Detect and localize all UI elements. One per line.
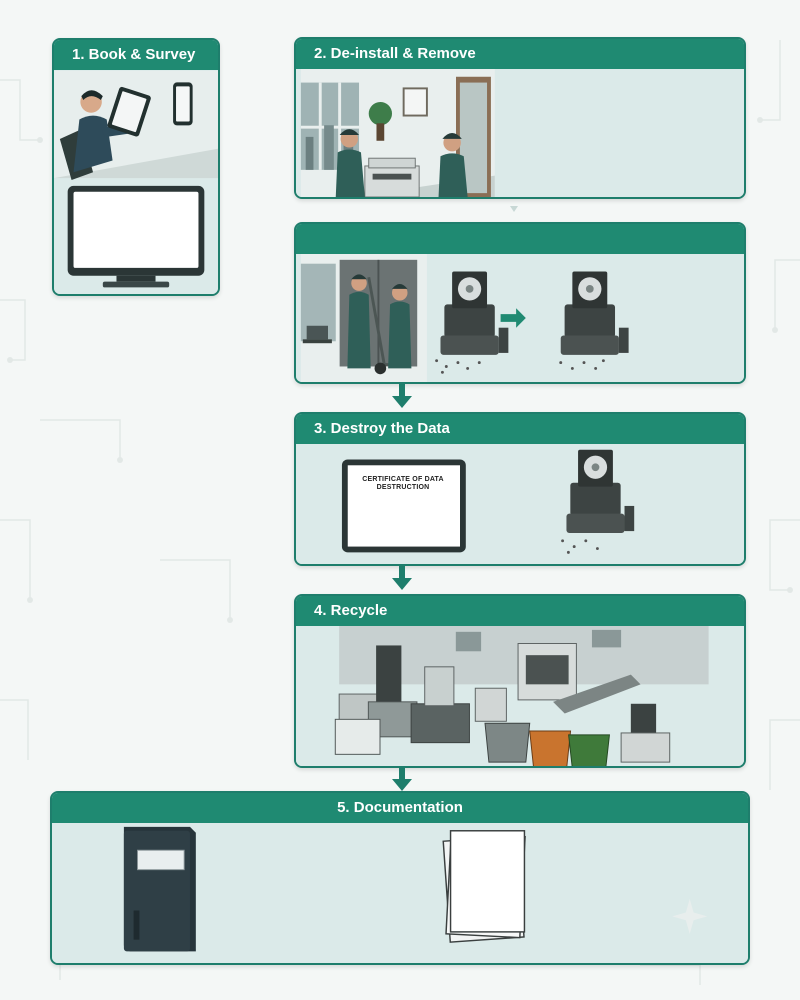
- step-3-illustration: CERTIFICATE OF DATA DESTRUCTION: [296, 444, 744, 564]
- step-2-title: 2. De-install & Remove: [296, 39, 744, 69]
- step-2b-title: [296, 224, 744, 254]
- destroy-data-scene: [341, 449, 635, 554]
- step-4-title: 4. Recycle: [296, 596, 744, 626]
- shredder-icon-2: [560, 271, 629, 355]
- down-arrow-1: [392, 384, 412, 408]
- down-arrow-3: [392, 767, 412, 791]
- process-arrow-icon: [500, 308, 526, 328]
- grey-recycle-bin: [484, 722, 531, 763]
- shred-debris-3: [561, 539, 599, 554]
- deinstall-office-scene: [300, 69, 495, 197]
- documentation-scene: [123, 826, 708, 952]
- step-1-title: 1. Book & Survey: [54, 40, 218, 70]
- paper-stack-icon: [442, 830, 526, 943]
- book-survey-scene: [54, 70, 218, 288]
- step-2b-illustration: [296, 254, 744, 382]
- worker-carrying: [388, 284, 412, 369]
- step-3-destroy-data-panel: 3. Destroy the Data CERTIFICATE OF DATA …: [294, 412, 746, 566]
- binder-icon: [123, 826, 196, 952]
- shred-debris-1: [435, 359, 481, 374]
- sparkle-icon: [672, 898, 708, 934]
- step-5-illustration: [52, 823, 748, 963]
- orange-recycle-bin: [529, 730, 572, 766]
- green-recycle-bin: [568, 734, 610, 766]
- copier-icon: [364, 165, 420, 197]
- step-2b-transport-shred-panel: [294, 222, 746, 384]
- transport-shred-scene: [300, 254, 629, 382]
- step-4-recycle-panel: 4. Recycle: [294, 594, 746, 768]
- step-5-title: 5. Documentation: [52, 793, 748, 823]
- step-2-illustration: [296, 69, 744, 197]
- step-3-title: 3. Destroy the Data: [296, 414, 744, 444]
- technician-right: [438, 133, 468, 197]
- step-1-book-survey-panel: 1. Book & Survey: [52, 38, 220, 296]
- step-2-deinstall-remove-panel: 2. De-install & Remove: [294, 37, 746, 199]
- faint-connector-arrow: [510, 206, 518, 212]
- shred-debris-2: [559, 359, 605, 370]
- server-tower-icon: [376, 645, 402, 704]
- step-5-documentation-panel: 5. Documentation: [50, 791, 750, 965]
- step-1-illustration: [54, 70, 218, 294]
- recycle-facility-scene: [334, 626, 709, 766]
- technician-left: [335, 129, 365, 197]
- certificate-title: CERTIFICATE OF DATA DESTRUCTION: [362, 476, 444, 491]
- printer-icon: [334, 718, 381, 755]
- worker-pushing: [347, 274, 371, 369]
- conveyor-belt: [553, 674, 641, 714]
- step-4-illustration: [296, 626, 744, 766]
- shredder-icon-3: [566, 449, 635, 534]
- shredder-icon-1: [440, 271, 509, 355]
- down-arrow-2: [392, 566, 412, 590]
